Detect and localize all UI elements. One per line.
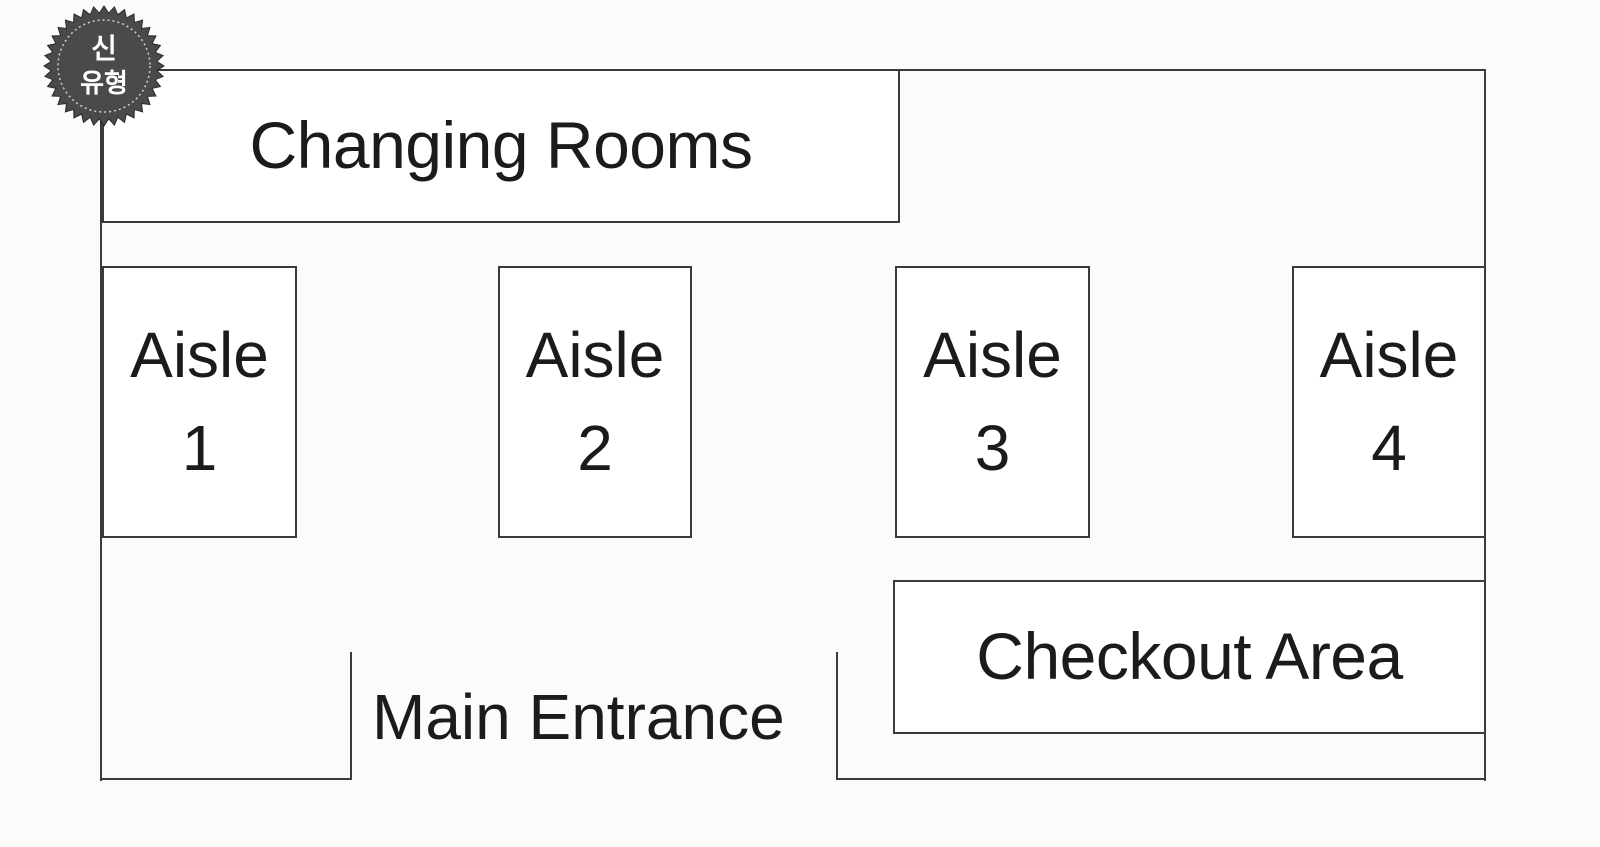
entrance-jamb-left bbox=[350, 652, 352, 780]
checkout-area: Checkout Area bbox=[893, 580, 1486, 734]
seal-line-1: 신 bbox=[91, 32, 117, 65]
aisle-1-number: 1 bbox=[181, 412, 218, 484]
aisle-2-word: Aisle bbox=[525, 319, 665, 392]
outer-wall-bottom-right bbox=[836, 778, 1486, 780]
aisle-3: Aisle 3 bbox=[895, 266, 1090, 538]
aisle-2-number: 2 bbox=[577, 412, 613, 484]
seal-line-2: 유형 bbox=[80, 69, 128, 99]
aisle-4: Aisle 4 bbox=[1292, 266, 1486, 538]
changing-rooms: Changing Rooms bbox=[102, 69, 900, 223]
changing-rooms-label: Changing Rooms bbox=[249, 108, 753, 183]
entrance-jamb-right bbox=[836, 652, 838, 780]
aisle-1: Aisle 1 bbox=[102, 266, 297, 538]
aisle-4-number: 4 bbox=[1371, 412, 1407, 484]
aisle-3-word: Aisle bbox=[923, 319, 1062, 392]
main-entrance-label: Main Entrance bbox=[372, 681, 785, 753]
checkout-area-label: Checkout Area bbox=[976, 619, 1403, 694]
aisle-1-word: Aisle bbox=[130, 319, 269, 392]
aisle-3-number: 3 bbox=[974, 412, 1011, 484]
aisle-4-word: Aisle bbox=[1319, 319, 1459, 392]
new-type-seal-icon: 신 유형 bbox=[42, 4, 166, 128]
outer-wall-left bbox=[100, 69, 102, 781]
aisle-2: Aisle 2 bbox=[498, 266, 692, 538]
outer-wall-bottom-left bbox=[100, 778, 352, 780]
